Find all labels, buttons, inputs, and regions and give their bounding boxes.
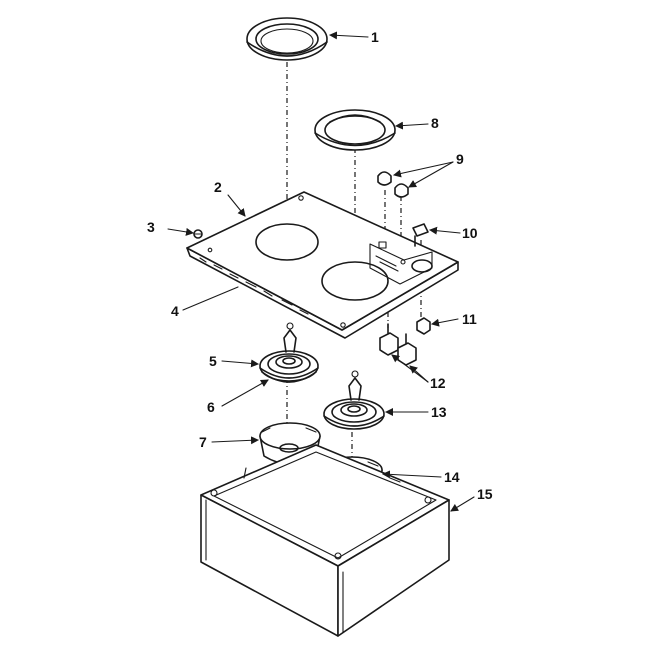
- part-trim-ring-small: [246, 17, 328, 61]
- callout-5: 5: [209, 353, 217, 369]
- callout-14: 14: [444, 469, 460, 485]
- callout-15: 15: [477, 486, 493, 502]
- part-coil-element-right: [323, 370, 385, 430]
- callout-13: 13: [431, 404, 447, 420]
- callout-1: 1: [371, 29, 379, 45]
- part-terminal-blocks: [379, 323, 417, 366]
- callout-7: 7: [199, 434, 207, 450]
- callout-8: 8: [431, 115, 439, 131]
- part-screws-upper: [377, 171, 409, 198]
- part-clip: [412, 223, 429, 247]
- callout-3: 3: [147, 219, 155, 235]
- part-housing-box: [200, 444, 450, 637]
- part-coil-element-left: [259, 322, 319, 383]
- leader-lines: [167, 31, 475, 512]
- callout-labels: 1 2 3 4 5 6 7 8 9 10 11 12 13 14 15: [147, 29, 493, 502]
- callout-9: 9: [456, 151, 464, 167]
- callout-10: 10: [462, 225, 478, 241]
- callout-2: 2: [214, 179, 222, 195]
- part-trim-ring-large: [314, 109, 396, 151]
- part-screw-left: [193, 229, 203, 239]
- callout-11: 11: [462, 311, 477, 327]
- callout-4: 4: [171, 303, 179, 319]
- part-cooktop-plate: [186, 191, 459, 339]
- callout-6: 6: [207, 399, 215, 415]
- part-nut: [416, 317, 431, 335]
- callout-12: 12: [430, 375, 446, 391]
